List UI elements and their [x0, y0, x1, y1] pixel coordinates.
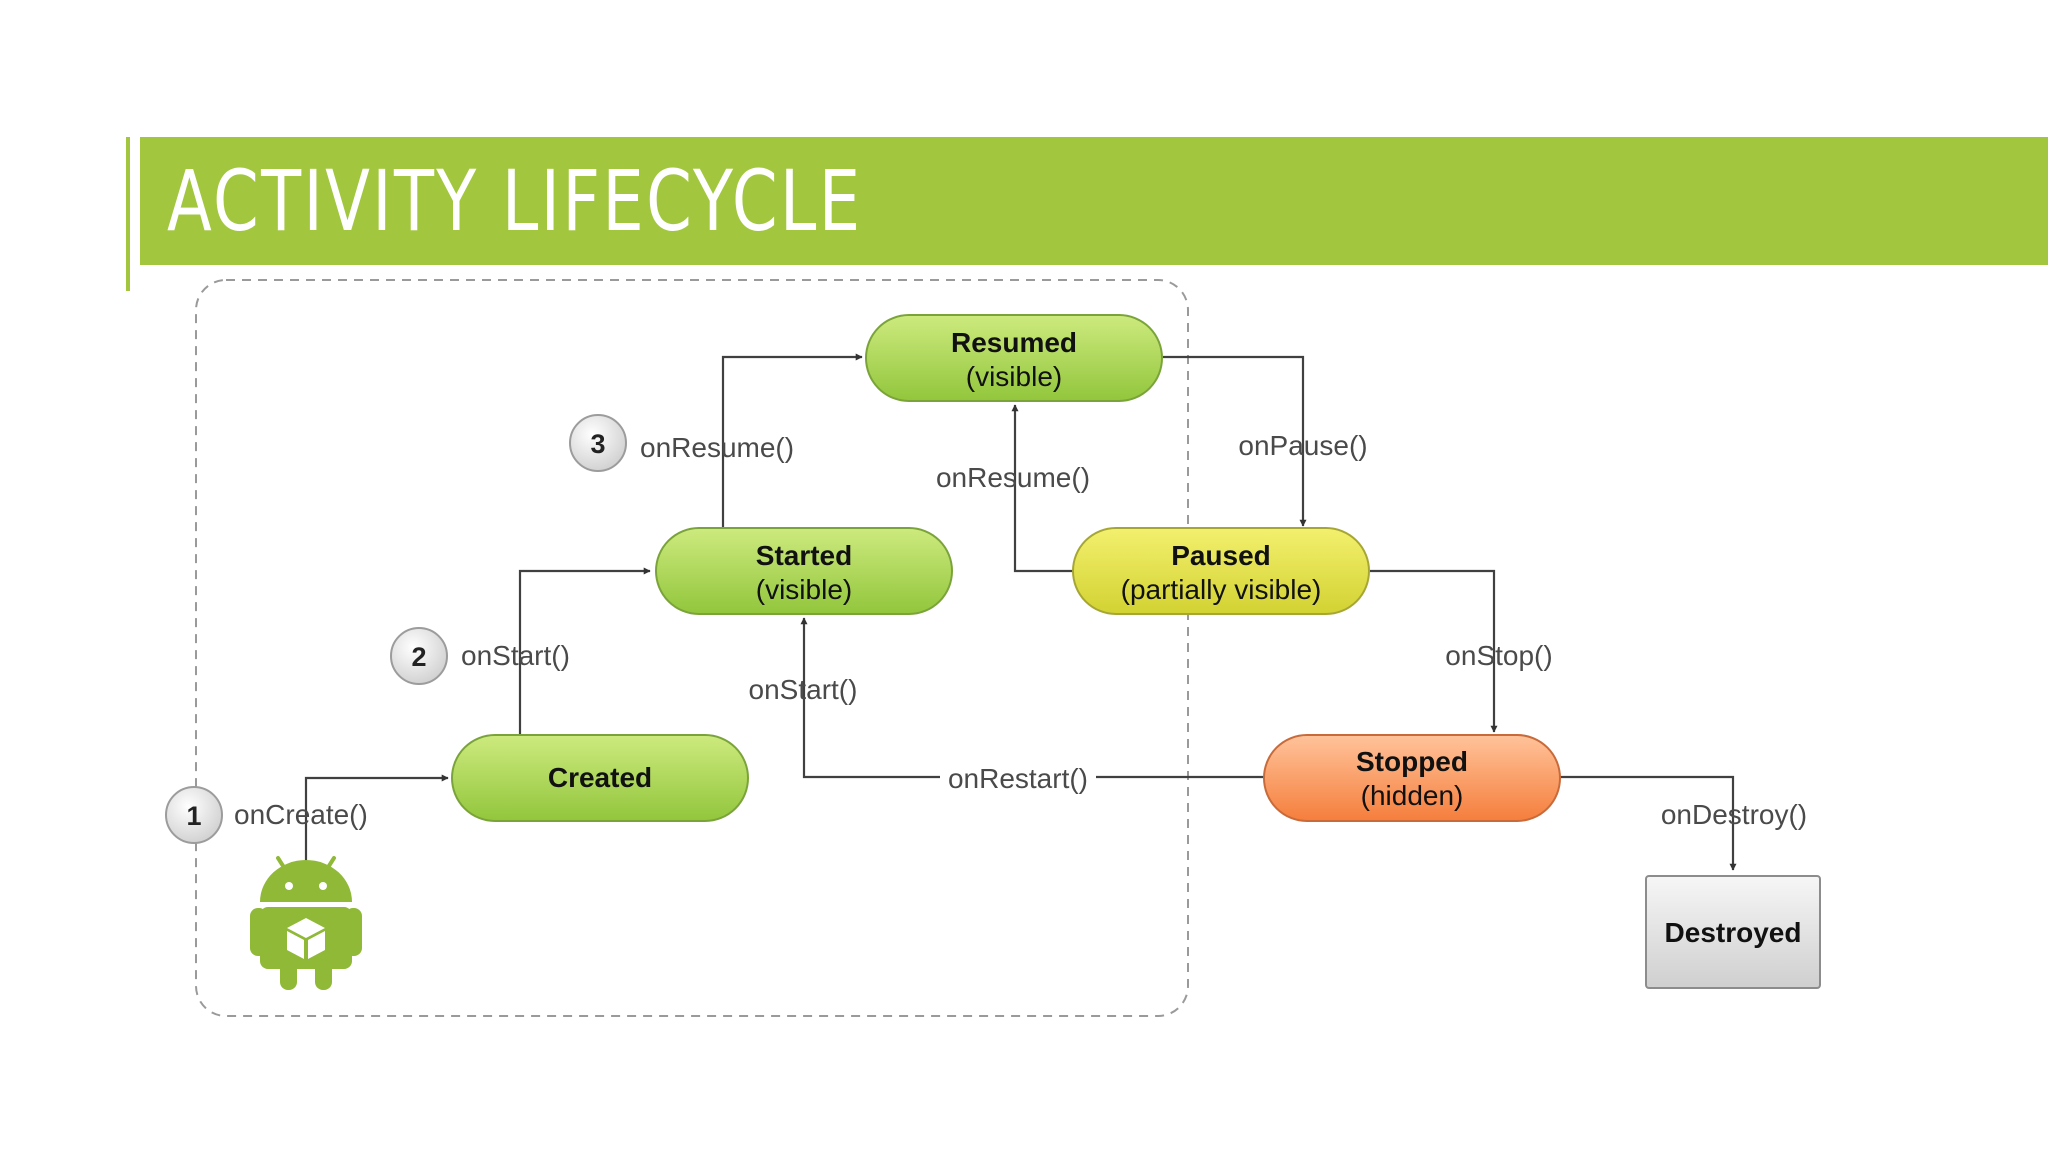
title-accent-rule — [126, 137, 130, 291]
visible-lifetime-region — [195, 279, 1189, 1017]
step-badge-1: 1 — [165, 786, 223, 844]
state-resumed-subtitle: (visible) — [966, 361, 1062, 392]
state-stopped-title: Stopped — [1356, 746, 1468, 777]
step-badge-3-number: 3 — [590, 429, 605, 459]
label-onresume-from-paused: onResume() — [936, 462, 1090, 493]
label-onstart-from-stopped: onStart() — [749, 674, 858, 705]
edge-onresume-from-paused — [1011, 404, 1073, 573]
state-paused: Paused (partially visible) — [1072, 527, 1370, 615]
android-robot-icon — [250, 856, 362, 990]
edge-onresume — [721, 353, 863, 529]
label-onresume: onResume() — [640, 432, 794, 463]
state-started: Started (visible) — [655, 527, 953, 615]
edge-onstop — [1370, 569, 1498, 733]
state-resumed: Resumed (visible) — [865, 314, 1163, 402]
state-created: Created — [451, 734, 749, 822]
state-resumed-title: Resumed — [951, 327, 1077, 358]
edge-onrestart — [800, 617, 1264, 779]
label-onstop: onStop() — [1445, 640, 1552, 671]
state-stopped: Stopped (hidden) — [1263, 734, 1561, 822]
label-onstart: onStart() — [461, 640, 570, 671]
state-created-title: Created — [548, 762, 652, 793]
step-badge-1-number: 1 — [186, 801, 201, 831]
edge-ondestroy — [1560, 775, 1737, 871]
label-ondestroy: onDestroy() — [1661, 799, 1807, 830]
state-destroyed: Destroyed — [1645, 875, 1821, 989]
edge-oncreate — [304, 774, 449, 862]
state-stopped-subtitle: (hidden) — [1361, 780, 1464, 811]
edge-onpause — [1163, 355, 1307, 527]
edge-onstart — [518, 567, 651, 737]
state-destroyed-title: Destroyed — [1665, 917, 1802, 948]
step-badge-2-number: 2 — [411, 642, 426, 672]
label-onpause: onPause() — [1238, 430, 1367, 461]
label-onrestart: onRestart() — [948, 763, 1088, 794]
title-bar — [140, 137, 2048, 265]
step-badge-2: 2 — [390, 627, 448, 685]
state-started-title: Started — [756, 540, 852, 571]
state-started-subtitle: (visible) — [756, 574, 852, 605]
step-badge-3: 3 — [569, 414, 627, 472]
slide-title: ACTIVITY LIFECYCLE — [167, 152, 863, 250]
state-paused-title: Paused — [1171, 540, 1271, 571]
label-oncreate: onCreate() — [234, 799, 368, 830]
state-paused-subtitle: (partially visible) — [1121, 574, 1322, 605]
